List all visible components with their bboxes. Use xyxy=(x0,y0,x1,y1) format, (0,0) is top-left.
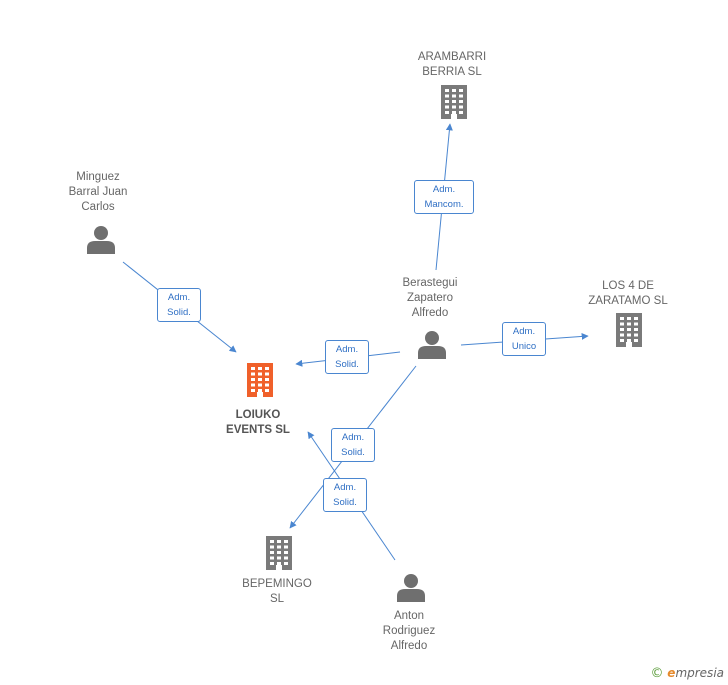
node-label-los4[interactable]: LOS 4 DE ZARATAMO SL xyxy=(588,280,668,307)
person-icon-berastegui[interactable] xyxy=(418,331,446,359)
edge-label-minguez-loiuko[interactable]: Adm. Solid. xyxy=(157,288,201,322)
person-icon-minguez[interactable] xyxy=(87,226,115,254)
node-label-minguez[interactable]: Minguez Barral Juan Carlos xyxy=(68,171,128,213)
building-icon-los4[interactable] xyxy=(616,313,642,347)
edge-label-anton-loiuko[interactable]: Adm. Solid. xyxy=(323,478,367,512)
edge-label-berastegui-los4[interactable]: Adm. Unico xyxy=(502,322,546,356)
edge-label-berastegui-bepemingo[interactable]: Adm. Solid. xyxy=(331,428,375,462)
brand-name: mpresia xyxy=(675,666,724,680)
building-icon-bepemingo[interactable] xyxy=(266,536,292,570)
copyright-symbol: © xyxy=(650,666,664,681)
node-label-arambarri[interactable]: ARAMBARRI BERRIA SL xyxy=(417,51,487,78)
building-icon-arambarri[interactable] xyxy=(441,85,467,119)
edge-label-berastegui-arambarri[interactable]: Adm. Mancom. xyxy=(414,180,474,214)
node-label-anton[interactable]: Anton Rodriguez Alfredo xyxy=(382,610,436,652)
empresia-brand[interactable]: © empresia xyxy=(650,666,724,681)
node-label-berastegui[interactable]: Berastegui Zapatero Alfredo xyxy=(402,277,458,319)
person-icon-anton[interactable] xyxy=(397,574,425,602)
node-label-loiuko[interactable]: LOIUKO EVENTS SL xyxy=(226,409,290,436)
edge-label-berastegui-loiuko[interactable]: Adm. Solid. xyxy=(325,340,369,374)
brand-initial: e xyxy=(667,666,676,680)
main-building-icon-loiuko[interactable] xyxy=(247,363,273,397)
node-label-bepemingo[interactable]: BEPEMINGO SL xyxy=(242,578,312,605)
icons-layer xyxy=(87,85,642,602)
